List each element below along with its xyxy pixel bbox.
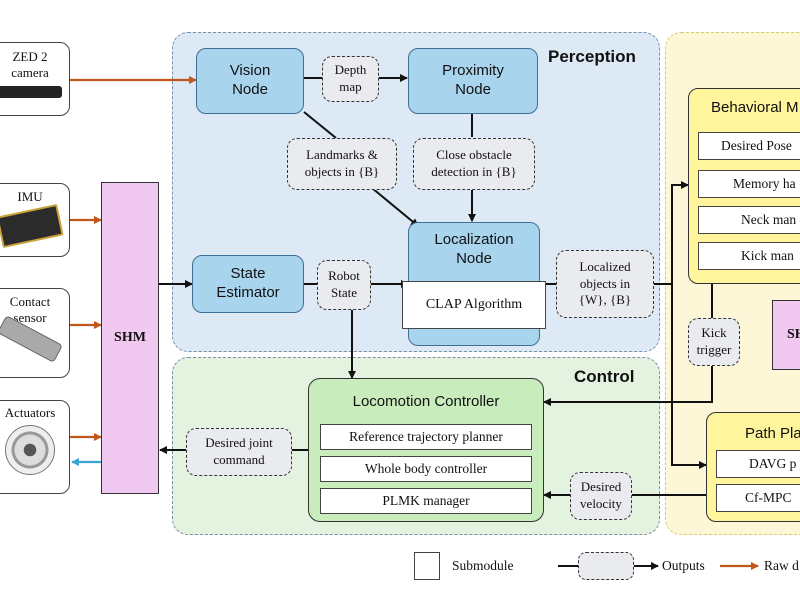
kick-manager-item: Kick man [698,242,800,270]
state-estimator-node: State Estimator [192,255,304,313]
localization-title: Localization Node [434,231,514,267]
sensor-actuators: Actuators [0,400,70,494]
cf-mpc-item: Cf-MPC [716,484,800,512]
localized-objects-output: Localized objects in {W}, {B} [556,250,654,318]
vision-to-landmarks [303,111,337,139]
localization-node: Localization Node CLAP Algorithm [402,222,546,346]
proximity-node: Proximity Node [408,48,538,114]
sensor-zed-camera: ZED 2 camera [0,42,70,116]
imu-board-icon [0,203,64,248]
whole-body-controller: Whole body controller [320,456,532,482]
plmk-manager: PLMK manager [320,488,532,514]
vision-node: Vision Node [196,48,304,114]
legend-submodule-swatch [414,552,440,580]
davg-planner-item: DAVG p [716,450,800,478]
close-obstacle-output: Close obstacle detection in {B} [413,138,535,190]
perception-title: Perception [548,47,636,66]
zed-label: ZED 2 camera [11,49,49,80]
desired-joint-output: Desired joint command [186,428,292,476]
landmarks-to-localization [371,187,419,227]
depth-map-output: Depth map [322,56,379,102]
shm-right-block: SH [772,300,800,370]
legend-raw-label: Raw d [764,558,799,573]
shm-block: SHM [101,182,159,494]
neck-manager-item: Neck man [698,206,800,234]
contact-label: Contact sensor [9,294,51,325]
camera-icon [0,86,62,99]
behavioral-title: Behavioral M [711,99,799,116]
clap-algorithm-box: CLAP Algorithm [402,280,546,329]
landmarks-output: Landmarks & objects in {B} [287,138,397,190]
reference-trajectory-planner: Reference trajectory planner [320,424,532,450]
localized-to-behavior [654,181,689,285]
actuator-icon [5,424,55,475]
legend-outputs-swatch [578,552,634,580]
path-planner-title: Path Pla [745,425,800,442]
control-title: Control [574,367,635,386]
robot-state-output: Robot State [317,260,371,310]
sensor-contact: Contact sensor [0,288,70,378]
memory-handler-item: Memory ha [698,170,800,198]
legend-outputs-label: Outputs [662,558,705,573]
kick-trigger-output: Kick trigger [688,318,740,366]
sensor-imu: IMU [0,183,70,257]
locomotion-title: Locomotion Controller [352,393,500,410]
actuators-label: Actuators [4,405,56,420]
legend-submodule-label: Submodule [452,558,514,573]
localized-to-path [671,284,707,469]
desired-velocity-output: Desired velocity [570,472,632,520]
kick-to-locomotion [543,366,713,406]
imu-label: IMU [17,189,43,204]
desired-pose-item: Desired Pose [698,132,800,160]
